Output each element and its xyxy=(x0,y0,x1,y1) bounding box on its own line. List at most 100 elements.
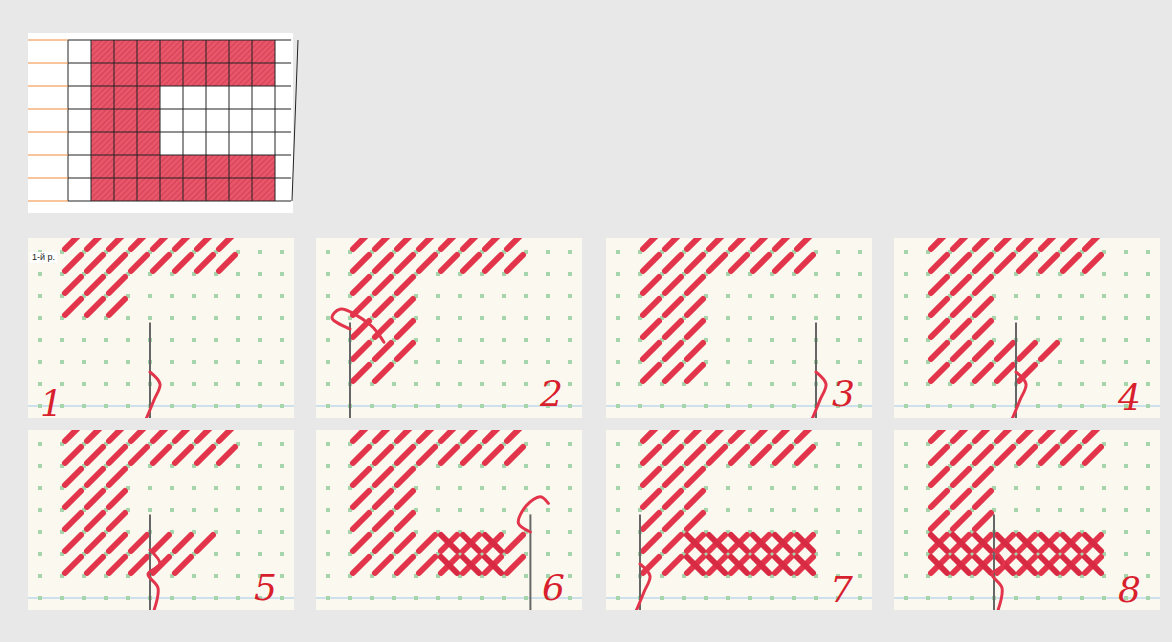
canvas-hole xyxy=(616,530,620,534)
canvas-hole xyxy=(1080,404,1084,408)
canvas-hole xyxy=(502,404,506,408)
canvas-hole xyxy=(948,596,952,600)
half-stitch xyxy=(643,343,659,359)
filled-cell xyxy=(114,63,137,86)
half-stitch xyxy=(109,277,125,293)
half-stitch xyxy=(65,491,81,507)
canvas-hole xyxy=(1036,294,1040,298)
cross-stitch xyxy=(441,535,457,551)
canvas-hole xyxy=(236,360,240,364)
half-stitch xyxy=(397,535,413,551)
canvas-hole xyxy=(546,552,550,556)
canvas-hole xyxy=(858,338,862,342)
canvas-hole xyxy=(1058,486,1062,490)
canvas-hole xyxy=(1146,442,1150,446)
canvas-hole xyxy=(926,404,930,408)
half-stitch xyxy=(731,430,747,441)
canvas-hole xyxy=(792,382,796,386)
canvas-hole xyxy=(38,338,42,342)
canvas-hole xyxy=(126,382,130,386)
half-stitch xyxy=(353,557,369,573)
half-stitch xyxy=(397,277,413,293)
half-stitch xyxy=(1085,238,1101,249)
half-stitch xyxy=(397,299,413,315)
grid-line xyxy=(28,86,68,87)
step-number: 4 xyxy=(1118,380,1141,416)
half-stitch xyxy=(219,255,235,271)
canvas-hole xyxy=(726,486,730,490)
half-stitch xyxy=(65,299,81,315)
cross-stitch xyxy=(709,535,725,551)
half-stitch xyxy=(975,557,991,573)
filled-cell xyxy=(114,178,137,201)
canvas-hole xyxy=(258,338,262,342)
canvas-hole xyxy=(502,508,506,512)
half-stitch xyxy=(997,238,1013,249)
canvas-hole xyxy=(1124,294,1128,298)
canvas-hole xyxy=(280,294,284,298)
canvas-hole xyxy=(1102,486,1106,490)
canvas-hole xyxy=(568,404,572,408)
canvas-hole xyxy=(214,404,218,408)
canvas-hole xyxy=(236,596,240,600)
thread xyxy=(144,372,160,418)
filled-cell xyxy=(91,178,114,201)
canvas-hole xyxy=(414,382,418,386)
canvas-hole xyxy=(836,486,840,490)
half-stitch xyxy=(65,238,81,249)
canvas-hole xyxy=(616,382,620,386)
canvas-hole xyxy=(546,316,550,320)
canvas-hole xyxy=(616,574,620,578)
half-stitch xyxy=(353,277,369,293)
step-number: 3 xyxy=(832,376,855,412)
canvas-hole xyxy=(1080,596,1084,600)
half-stitch xyxy=(665,535,681,551)
canvas-hole xyxy=(546,442,550,446)
half-stitch xyxy=(87,255,103,271)
canvas-hole xyxy=(1058,596,1062,600)
half-stitch xyxy=(375,299,391,315)
canvas-hole xyxy=(616,404,620,408)
canvas-hole xyxy=(546,508,550,512)
grid-line xyxy=(91,40,92,201)
half-stitch xyxy=(109,491,125,507)
half-stitch xyxy=(507,238,523,249)
grid-line xyxy=(28,178,68,179)
canvas-hole xyxy=(436,508,440,512)
canvas-hole xyxy=(1146,382,1150,386)
half-stitch xyxy=(775,430,791,441)
canvas-hole xyxy=(836,442,840,446)
half-stitch xyxy=(87,447,103,463)
half-stitch xyxy=(731,535,747,551)
canvas-hole xyxy=(1124,272,1128,276)
canvas-hole xyxy=(280,464,284,468)
half-stitch xyxy=(1085,557,1101,573)
filled-cell xyxy=(91,109,114,132)
half-stitch xyxy=(709,430,725,441)
half-stitch xyxy=(1019,343,1035,359)
canvas-edge xyxy=(28,406,294,407)
half-stitch xyxy=(87,238,103,249)
canvas-hole xyxy=(616,338,620,342)
half-stitch xyxy=(397,513,413,529)
half-stitch xyxy=(131,535,147,551)
half-stitch xyxy=(109,430,125,441)
canvas-hole xyxy=(524,464,528,468)
half-stitch xyxy=(975,277,991,293)
half-stitch xyxy=(1041,255,1057,271)
half-stitch xyxy=(397,447,413,463)
canvas-hole xyxy=(38,316,42,320)
canvas-hole xyxy=(1058,316,1062,320)
canvas-hole xyxy=(1146,272,1150,276)
canvas-hole xyxy=(280,530,284,534)
half-stitch xyxy=(975,299,991,315)
canvas-hole xyxy=(792,508,796,512)
half-stitch xyxy=(953,299,969,315)
half-stitch xyxy=(375,557,391,573)
half-stitch xyxy=(441,535,457,551)
canvas-hole xyxy=(926,596,930,600)
filled-cell xyxy=(229,178,252,201)
half-stitch xyxy=(953,430,969,441)
canvas-hole xyxy=(992,404,996,408)
half-stitch xyxy=(419,557,435,573)
